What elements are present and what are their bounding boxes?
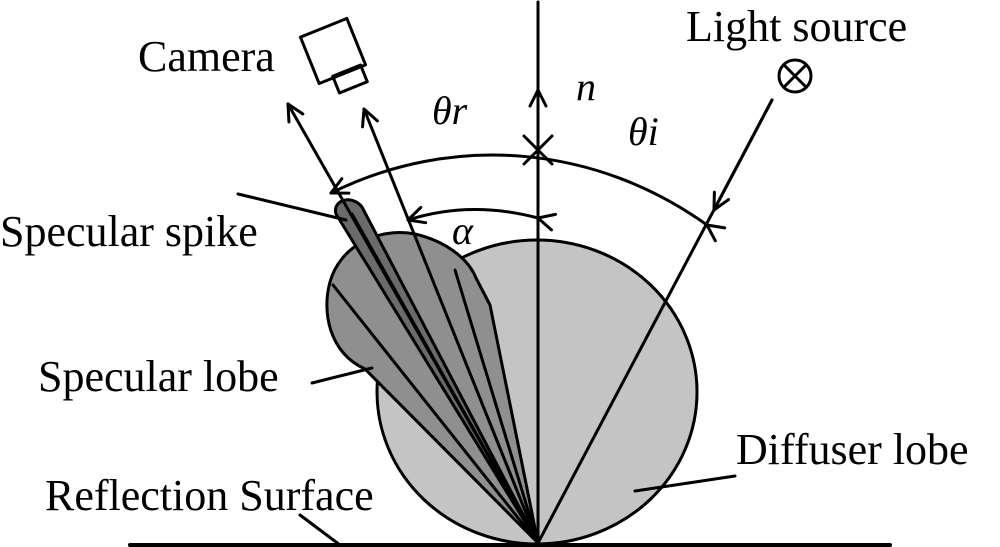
- camera-icon: [298, 16, 369, 95]
- incident-arrow: [712, 98, 774, 212]
- specular-spike-label: Specular spike: [0, 207, 258, 256]
- alpha-label: α: [452, 208, 474, 253]
- lobe-ray-left: [331, 283, 540, 545]
- diffuser-lobe-leader: [633, 474, 737, 493]
- diffuser-lobe-label: Diffuser lobe: [736, 425, 969, 474]
- normal-label: n: [576, 64, 596, 109]
- theta-i-label: θi: [628, 109, 659, 154]
- reflection-surface-leader: [298, 513, 342, 547]
- angle-arc-total: [329, 153, 727, 243]
- specular-lobe-label: Specular lobe: [38, 352, 279, 401]
- lobe-ray-mid: [453, 268, 540, 545]
- reflection-surface-label: Reflection Surface: [45, 471, 374, 520]
- reflected-ray: [286, 102, 540, 545]
- cross-mark-b: [522, 134, 554, 166]
- light-source-cross-circle-icon: [777, 58, 813, 94]
- theta-r-label: θr: [432, 88, 468, 133]
- camera-label: Camera: [138, 32, 275, 81]
- specular-spike-leader: [236, 192, 348, 222]
- specular-lobe-leader: [310, 366, 374, 385]
- light-source-label: Light source: [686, 2, 907, 51]
- angle-arc-alpha: [406, 205, 558, 232]
